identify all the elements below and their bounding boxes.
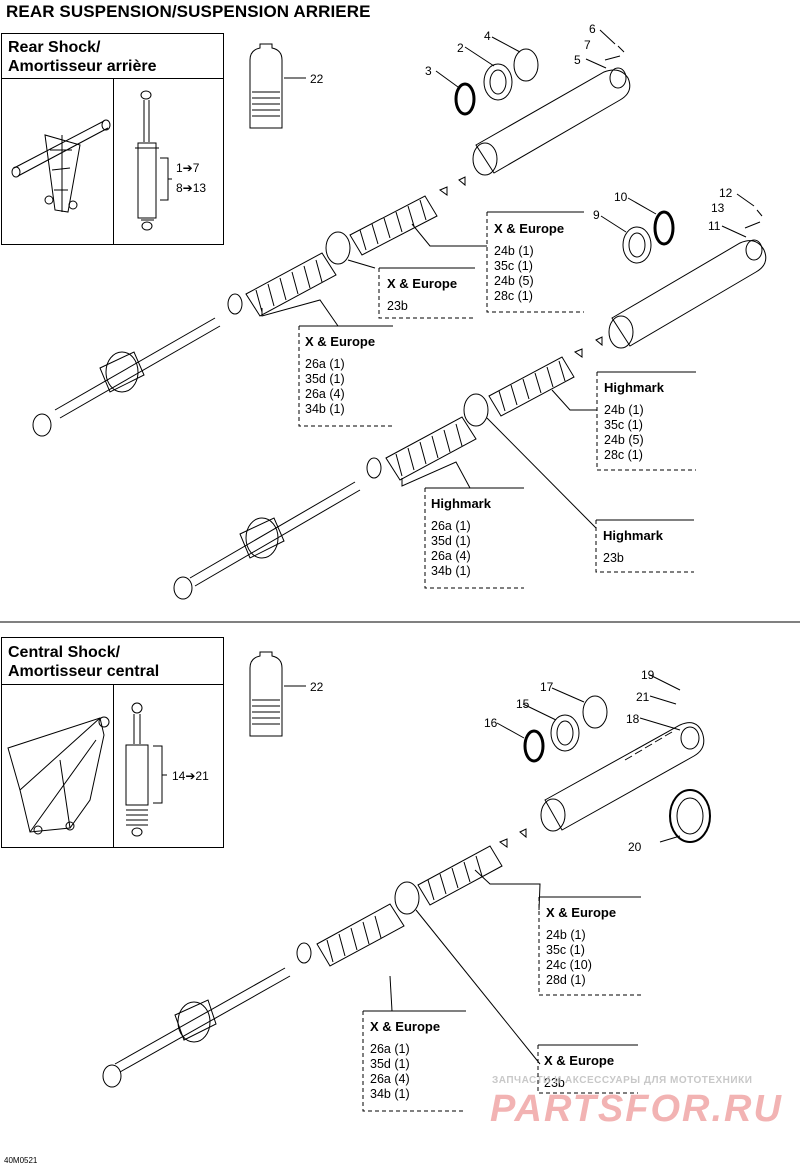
callout-highmark-spacer: Highmark 23b <box>603 528 663 565</box>
callout-central-upper-spring: X & Europe 24b (1) 35c (1) 24c (10) 28d … <box>546 905 617 987</box>
callout-x-europe-lower-spring: X & Europe 26a (1) 35d (1) 26a (4) 34b (… <box>305 334 376 416</box>
rear-ref-1: 1➔7 <box>176 161 200 175</box>
part-number-9: 9 <box>593 208 600 222</box>
callout-pointers <box>261 223 597 1065</box>
central-ref-1: 14➔21 <box>172 769 209 783</box>
rear-shock-thumbnail <box>135 90 172 231</box>
callout-central-lower-spring: X & Europe 26a (1) 35d (1) 26a (4) 34b (… <box>370 1019 441 1101</box>
part-number-7: 7 <box>584 38 591 52</box>
leader-lines <box>435 29 755 739</box>
part-number-22-central: 22 <box>310 680 324 694</box>
callout-central-spacer: X & Europe 23b <box>544 1053 615 1090</box>
part-number-21: 21 <box>636 690 650 704</box>
part-number-19: 19 <box>641 668 655 682</box>
part-number-15: 15 <box>516 697 530 711</box>
callout-frames <box>298 211 696 1112</box>
callout-highmark-lower-spring: Highmark 26a (1) 35d (1) 26a (4) 34b (1) <box>431 496 491 578</box>
part-number-20: 20 <box>628 840 642 854</box>
rear-ref-2: 8➔13 <box>176 181 207 195</box>
part-number-4: 4 <box>484 29 491 43</box>
part-number-17: 17 <box>540 680 554 694</box>
oil-bottle-22-central <box>249 651 306 737</box>
part-number-13: 13 <box>711 201 725 215</box>
rear-shock-1-exploded <box>32 45 631 437</box>
part-number-11: 11 <box>708 219 721 233</box>
part-number-18: 18 <box>626 712 640 726</box>
page-header: REAR SUSPENSION/SUSPENSION ARRIERE <box>6 2 371 21</box>
rear-shock-2-exploded <box>173 209 767 600</box>
central-title-box <box>1 637 224 848</box>
central-shock-thumbnail <box>125 702 167 837</box>
drawing-code: 40M0521 <box>4 1156 38 1165</box>
part-number-5: 5 <box>574 53 581 67</box>
part-number-2: 2 <box>457 41 464 55</box>
callout-x-europe-spacer: X & Europe 23b <box>387 276 458 313</box>
part-number-6: 6 <box>589 22 596 36</box>
central-shock-title: Central Shock/ Amortisseur central <box>8 644 160 680</box>
part-number-10: 10 <box>614 190 628 204</box>
central-shock-exploded <box>102 695 711 1088</box>
watermark-logo: PARTSFOR.RU <box>490 1088 783 1130</box>
rear-title-box <box>1 33 224 245</box>
callout-highmark-upper-spring: Highmark 24b (1) 35c (1) 24b (5) 28c (1) <box>604 380 664 462</box>
watermark-tagline: ЗАПЧАСТИ И АКСЕССУАРЫ ДЛЯ МОТОТЕХНИКИ <box>492 1075 753 1086</box>
callout-x-europe-upper-spring: X & Europe 24b (1) 35c (1) 24b (5) 28c (… <box>494 221 565 303</box>
part-number-12: 12 <box>719 186 733 200</box>
oil-bottle-22 <box>249 43 306 129</box>
part-number-22: 22 <box>310 72 324 86</box>
part-number-16: 16 <box>484 716 498 730</box>
part-number-3: 3 <box>425 64 432 78</box>
central-frame-thumbnail <box>7 716 110 835</box>
rear-shock-title: Rear Shock/ Amortisseur arrière <box>8 39 157 75</box>
rear-frame-thumbnail <box>11 119 111 213</box>
